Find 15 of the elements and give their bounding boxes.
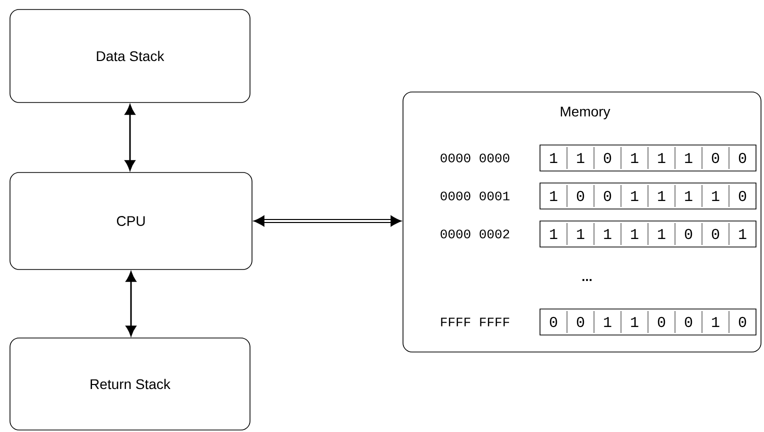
bit-row: 1 1 1 1 1 0 0 1 [540, 220, 756, 248]
bit-row: 0 0 1 1 0 0 1 0 [540, 308, 756, 336]
ellipsis: ... [582, 279, 592, 281]
arrow [253, 216, 402, 226]
address-label: 0000 0002 [440, 230, 510, 238]
process-box: Return Stack [10, 338, 250, 430]
address-label: FFFF FFFF [441, 318, 510, 326]
address-label: 0000 0001 [440, 192, 510, 200]
bit-row: 1 1 0 1 1 1 0 0 [540, 144, 756, 172]
arrow [124, 104, 136, 170]
arrow [126, 272, 136, 336]
bit-row: 1 0 0 1 1 1 1 0 [540, 182, 756, 210]
process-box: Data Stack [10, 9, 250, 103]
address-label: 0000 0000 [440, 154, 510, 162]
process-box: CPU [10, 172, 252, 270]
